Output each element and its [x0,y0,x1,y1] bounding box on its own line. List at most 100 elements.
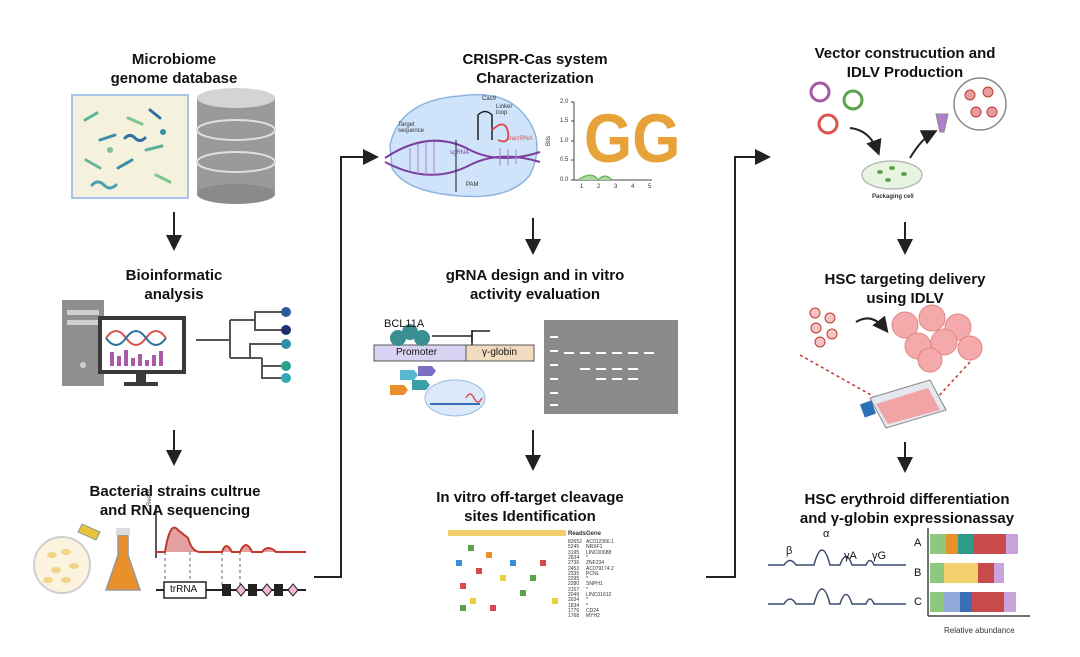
off-target-reads-cell: 2280 [568,581,580,588]
off-target-gene-cell: AC079174.2 [586,565,614,572]
step-title-hsc-delivery: HSC targeting delivery using IDLV [824,271,986,307]
off-target-gene-cell: LINC01612 [586,592,612,598]
off-target-gene-cell: ZNF234 [586,560,605,567]
cas9-complex-icon [424,379,486,417]
arrow-col1-to-col2 [314,149,379,578]
off-target-reads-cell: 82652 [568,539,582,545]
logo-ytick-3: 0.5 [560,157,569,163]
off-target-reads-cell: 1834 [568,602,580,609]
logo-letters: GG [584,101,681,178]
gel-image [544,320,678,414]
tree-node [281,339,291,349]
logo-xtick-0: 1 [580,184,584,190]
trrna-box [163,581,207,599]
peak-label-beta: β [786,545,793,557]
step-title-off-target: In vitro off-target cleavage sites Ident… [436,489,624,525]
flask-icon [104,528,142,591]
off-target-gene-cell: NRXF1 [586,544,603,551]
table-header-gene: Gene [586,531,602,537]
off-target-reads-cell: 2834 [568,554,580,561]
monitor-icon [98,316,186,386]
table-header-reads: Reads [568,531,587,537]
cas9-protein-shape [389,93,538,198]
stacked-bar-segment [1004,592,1016,612]
bar-row-label-a: A [914,537,922,549]
stacked-bar-segment [944,563,978,583]
bcl11a-protein-icon [390,324,430,346]
stacked-bar-segment [930,563,944,583]
off-target-gene-cell: LINC00688 [586,549,612,556]
logo-ytick-4: 0.0 [560,177,569,183]
off-target-reads-cell: 2034 [568,597,580,604]
stacked-bar-segment [1006,534,1018,554]
chromatogram-bottom [768,588,906,605]
stacked-bar-segment [974,534,1006,554]
crispr-array [222,583,299,597]
gel-bands [550,336,654,406]
arrow-col2-to-col3 [706,149,771,578]
pam-label: PAM [466,182,479,188]
step-title-grna-design: gRNA design and in vitro activity evalua… [445,267,625,303]
off-target-gene-cell: AC012366.1 [586,539,614,545]
trrna-label: trRNA [170,584,198,595]
off-target-reads-cell: 2453 [568,565,580,572]
bacteria-panel [71,94,189,199]
logo-ytick-1: 1.5 [560,118,569,124]
off-target-gene-cell: * [586,586,588,593]
bacteria-icons [83,108,172,190]
hsc-cells [891,304,983,373]
off-target-reads-cell: 1776 [568,607,580,614]
tree-node [281,325,291,335]
logo-xtick-2: 3 [614,184,618,190]
logo-xtick-1: 2 [597,184,601,190]
off-target-gene-cell: * [586,554,588,561]
peak-label-gamma-a: γA [844,550,857,562]
stacked-bar-segment [946,534,958,554]
step-title-bacterial-culture: Bacterial strains cultrue and RNA sequen… [89,483,261,519]
step-title-microbiome: Microbiome genome database [110,51,238,87]
logo-ytick-0: 2.0 [560,99,569,105]
off-target-gene-cell: * [586,602,588,609]
database-icon [196,88,276,204]
stacked-bar-segment [944,592,960,612]
linker-loop-label: Linker loop [496,104,513,116]
stacked-bar-segment [960,592,972,612]
promoter-label: Promoter [396,347,438,358]
step-title-crispr: CRISPR-Cas system Characterization [462,51,608,87]
step-title-hsc-erythroid: HSC erythroid differentiation and γ-glob… [799,491,1015,527]
culture-flask-icon [859,379,947,429]
peak-label-gamma-g: γG [872,550,887,562]
logo-xtick-4: 5 [648,184,652,190]
step-title-vector: Vector construcution and IDLV Production [814,45,996,81]
pour-tube-icon [77,523,101,541]
off-target-reads-cell: 5245 [568,544,580,551]
off-target-gene-cell: * [586,597,588,604]
petri-dish-packaging-icon [861,160,923,190]
cas9-label: Cas9 [482,96,497,102]
plasmid-icon [842,89,864,111]
bar-row-label-b: B [914,567,922,579]
stacked-bar-segment [978,563,994,583]
off-target-table-row: 2453 AC079174.2 [568,565,614,572]
computer-tower-icon [62,300,104,386]
off-target-gene-cell: PCNL [586,570,600,577]
tracrrna-strand [491,123,510,143]
tree-node [281,373,291,383]
off-target-table-row: 2295* [568,577,588,582]
bar-row-label-c: C [914,596,922,608]
sgrna-label: sgRNA [450,150,470,156]
reads-coverage-trace [156,526,306,553]
relative-abundance-label: Relative abundance [944,626,1015,635]
